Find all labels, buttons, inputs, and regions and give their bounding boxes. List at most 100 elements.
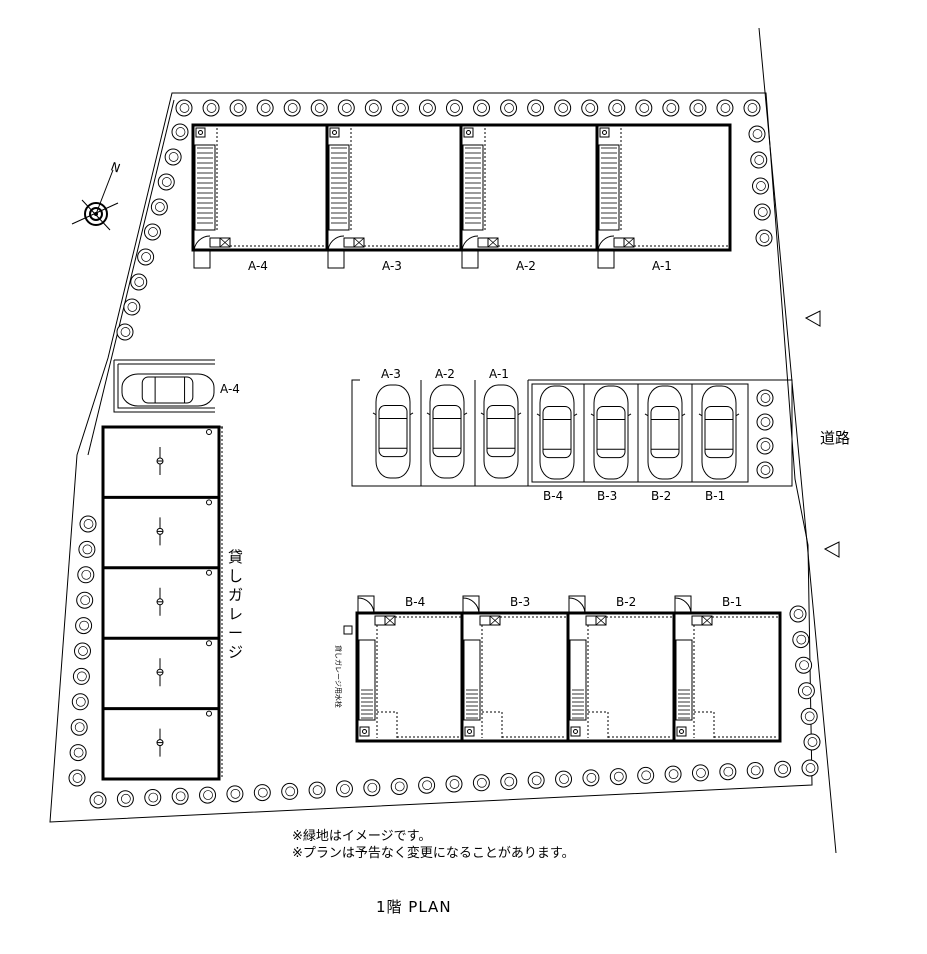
tree-crown: [283, 99, 301, 117]
parking-label: B-2: [651, 489, 671, 503]
tree-crown: [202, 99, 220, 117]
tree-crown: [75, 617, 93, 635]
tree-crown: [554, 99, 572, 117]
tree-crown: [116, 790, 134, 808]
tree-icon: [391, 99, 409, 117]
car-body: [593, 385, 629, 480]
parking-label: B-1: [705, 489, 725, 503]
compass-north-label: N: [109, 159, 122, 175]
unit-label: B-3: [510, 595, 530, 609]
tree-icon: [74, 642, 91, 660]
tree-crown: [164, 148, 182, 166]
tree-crown: [691, 764, 709, 782]
tree-crown: [527, 99, 545, 117]
tree-inner: [72, 773, 83, 783]
tree-crown: [800, 707, 818, 725]
tree-inner: [696, 768, 706, 778]
tree-inner: [141, 252, 151, 262]
tree-crown: [391, 99, 409, 117]
tree-crown: [789, 605, 807, 623]
tree-crown: [363, 779, 381, 797]
tree-inner: [760, 393, 771, 403]
unit-label: B-4: [405, 595, 425, 609]
tree-crown: [716, 99, 734, 117]
tree-crown: [752, 177, 769, 195]
tree-icon: [555, 770, 573, 788]
meter-box-icon: [701, 615, 713, 626]
tree-inner: [504, 776, 515, 787]
meter-icon: [467, 729, 472, 734]
tree-icon: [792, 631, 810, 649]
meter-box-icon: [195, 127, 206, 138]
tree-inner: [477, 103, 487, 113]
tree-icon: [750, 151, 768, 169]
tree-crown: [281, 782, 299, 800]
tree-crown: [76, 591, 94, 609]
dashed-line: [482, 711, 503, 738]
tree-icon: [637, 766, 655, 784]
tree-inner: [127, 302, 138, 312]
tree-crown: [171, 787, 189, 805]
tree-crown: [795, 656, 813, 674]
unit-label: B-2: [616, 595, 636, 609]
garage-title-char: ガ: [228, 586, 244, 604]
tree-icon: [635, 99, 653, 117]
car-cabin: [596, 405, 626, 459]
meter-icon: [679, 729, 684, 734]
tree-inner: [81, 569, 92, 580]
light-icon: [206, 499, 212, 506]
tree-crown: [609, 768, 627, 786]
tree-icon: [746, 761, 764, 779]
tree-crown: [253, 784, 271, 802]
door-swing: [462, 597, 480, 614]
tree-inner: [802, 685, 812, 696]
tree-icon: [77, 566, 95, 584]
tree-crown: [116, 323, 134, 341]
meter-box-icon: [623, 237, 635, 248]
tree-crown: [74, 642, 91, 660]
tree-icon: [527, 771, 545, 789]
door-swing: [193, 235, 211, 253]
tree-inner: [206, 103, 217, 113]
car-mirror: [698, 413, 703, 417]
tree-crown: [364, 99, 382, 117]
tree-inner: [531, 103, 541, 113]
tree-crown: [226, 785, 244, 803]
cross-mark: [487, 237, 499, 248]
tree-inner: [449, 779, 460, 789]
tree-inner: [760, 417, 771, 427]
parking-a4: A-4: [113, 359, 240, 413]
tree-icon: [199, 786, 217, 804]
door-swing: [568, 597, 586, 614]
tree-crown: [803, 733, 821, 751]
tree-inner: [423, 103, 433, 113]
tree-icon: [795, 656, 813, 674]
dashed-line: [694, 711, 715, 738]
meter-icon: [573, 729, 578, 734]
tree-inner: [639, 103, 650, 113]
car-mirror: [627, 413, 632, 417]
tree-icon: [144, 223, 161, 241]
tree-inner: [285, 786, 296, 797]
tree-icon: [554, 99, 572, 117]
unit-b: B-3: [460, 595, 566, 741]
parking-a4-label: A-4: [220, 382, 240, 396]
tree-crown: [310, 99, 328, 117]
tree-icon: [144, 789, 162, 807]
tree-inner: [612, 103, 623, 113]
unit-a: A-3: [325, 125, 459, 273]
tree-icon: [78, 540, 96, 558]
tree-icon: [527, 99, 545, 117]
door-frame: [357, 595, 375, 614]
tree-crown: [689, 99, 707, 117]
tree-icon: [71, 693, 89, 711]
car-cabin: [486, 404, 516, 458]
car-mirror: [372, 412, 377, 416]
tree-inner: [504, 103, 514, 113]
tree-inner: [559, 774, 569, 784]
tree-crown: [756, 461, 774, 479]
tree-icon: [800, 707, 818, 725]
tree-crown: [582, 769, 600, 787]
meter-box-icon: [676, 726, 687, 737]
